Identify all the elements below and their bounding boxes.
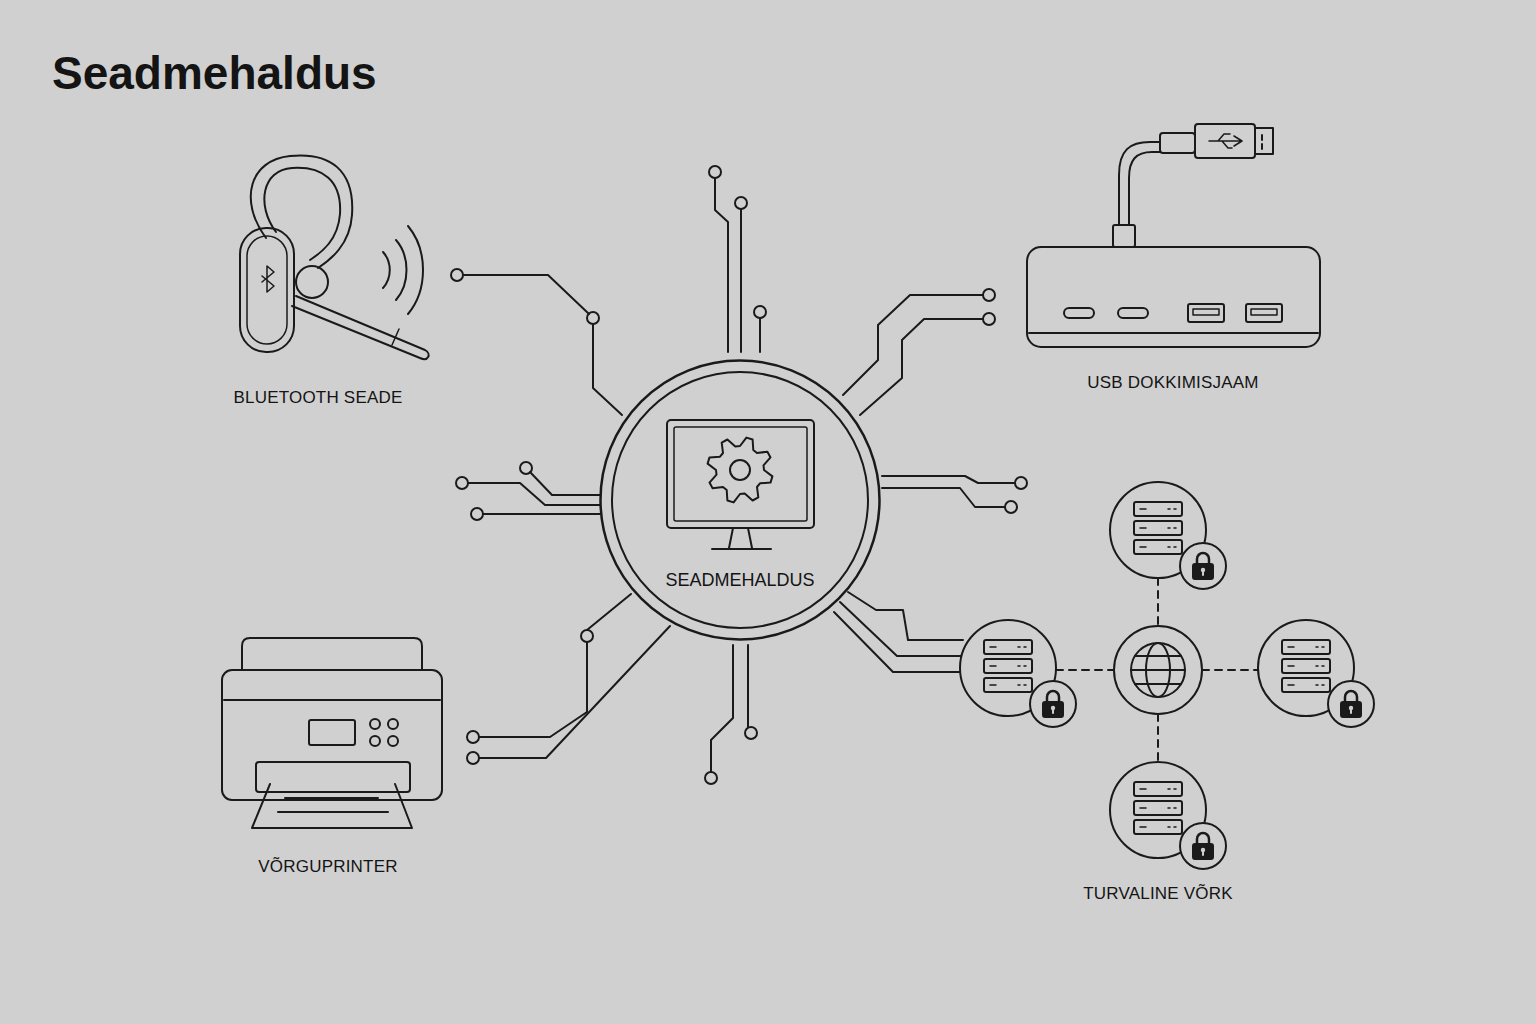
server-icon [960, 620, 1076, 727]
hub-circle: SEADMEHALDUS [599, 359, 881, 641]
server-icon [1110, 482, 1226, 589]
device-label: TURVALINE VÕRK [1083, 884, 1233, 904]
server-icon [1110, 762, 1226, 869]
bluetooth-headset [240, 155, 429, 359]
monitor-icon [667, 420, 814, 549]
secure-network [960, 482, 1374, 869]
gear-icon [708, 438, 773, 503]
diagram-title: Seadmehaldus [52, 46, 377, 100]
node-label: SEADMEHALDUS [599, 570, 881, 591]
usb-dock [1027, 124, 1320, 347]
device-label: USB DOKKIMISJAAM [1087, 373, 1258, 393]
network-printer [222, 638, 442, 828]
server-icon [1258, 620, 1374, 727]
circuit-traces [451, 166, 1027, 784]
device-label: BLUETOOTH SEADE [234, 388, 403, 408]
device-label: VÕRGUPRINTER [258, 857, 397, 877]
circle-outline [599, 359, 881, 641]
